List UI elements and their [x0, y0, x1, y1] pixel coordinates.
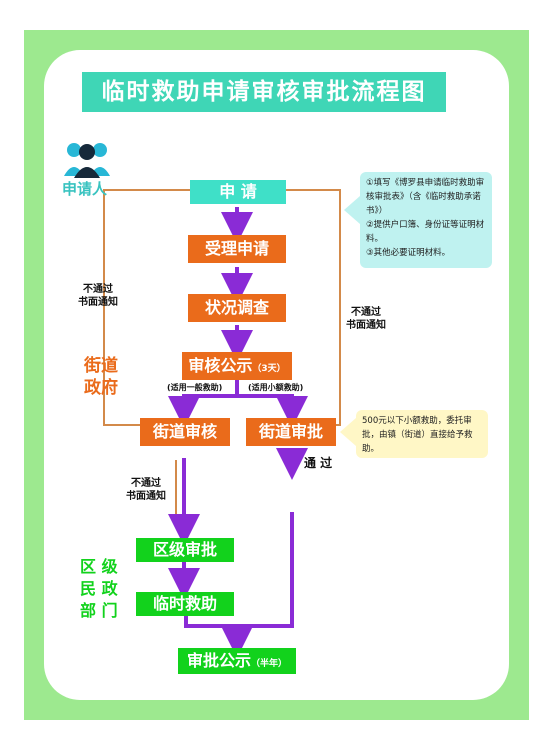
- branch-general-label: (适用一般救助): [167, 383, 223, 392]
- step-street-review: 街道审核: [140, 418, 230, 446]
- step-investigate: 状况调查: [188, 294, 286, 322]
- step-final-publicize: 审批公示（半年）: [178, 648, 296, 674]
- step-apply: 申 请: [190, 180, 286, 204]
- people-icon: [62, 140, 112, 178]
- step-final-period: （半年）: [251, 659, 288, 669]
- reject-label-right: 不通过 书面通知: [346, 307, 386, 331]
- pass-label: 通 过: [304, 456, 333, 470]
- reject-label-left-top: 不通过 书面通知: [78, 284, 118, 308]
- applicant-label: 申请人: [62, 180, 108, 198]
- reject-label-left-bottom: 不通过 书面通知: [126, 478, 166, 502]
- step-street-approve: 街道审批: [246, 418, 336, 446]
- step-final-publicize-label: 审批公示: [186, 651, 251, 670]
- step-temp-aid: 临时救助: [136, 592, 234, 616]
- apply-requirements-note: ①填写《博罗县申请临时救助审核审批表》（含《临时救助承诺书》） ②提供户口簿、身…: [360, 172, 492, 268]
- page-title: 临时救助申请审核审批流程图: [82, 72, 446, 112]
- district-civil-affairs-label: 区 级 民 政 部 门: [80, 557, 118, 620]
- step-publicize-label: 审核公示: [188, 356, 253, 375]
- reject-loop-left: [103, 189, 190, 426]
- step-publicize-days: （3天）: [252, 364, 286, 374]
- small-aid-note: 500元以下小额救助，委托审批，由镇（街道）直接给予救助。: [356, 410, 488, 458]
- step-district-approve: 区级审批: [136, 538, 234, 562]
- street-government-label: 街道 政府: [84, 356, 118, 398]
- step-accept: 受理申请: [188, 235, 286, 263]
- branch-small-label: (适用小额救助): [248, 383, 304, 392]
- step-publicize: 审核公示（3天）: [182, 352, 292, 380]
